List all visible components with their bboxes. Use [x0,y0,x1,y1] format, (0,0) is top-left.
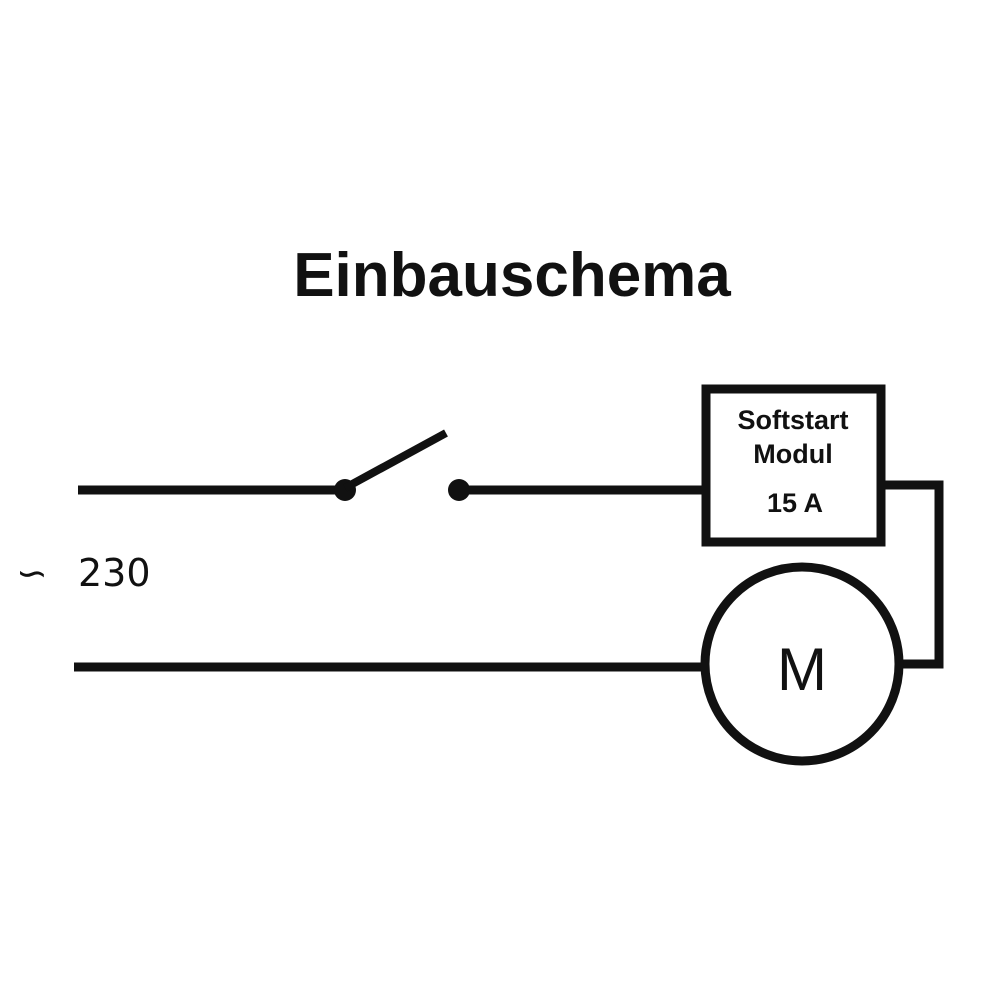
module-rating: 15 A [767,488,823,518]
motor-circle [700,562,904,766]
module-to-motor-wire [881,480,944,669]
module-label-line2: Modul [753,439,832,469]
supply-voltage: 230 [78,551,151,595]
switch-symbol [334,429,470,501]
ac-symbol: ∽ [16,551,48,595]
supply-label: ∽ 230 [16,551,151,595]
diagram-title: Einbauschema [293,241,731,310]
module-box [701,384,886,547]
module-label-line1: Softstart [737,405,848,435]
switch-lever [343,429,448,492]
motor-label: M [777,636,827,703]
motor-symbol: M [700,562,904,766]
softstart-module: Softstart Modul 15 A [701,384,886,547]
